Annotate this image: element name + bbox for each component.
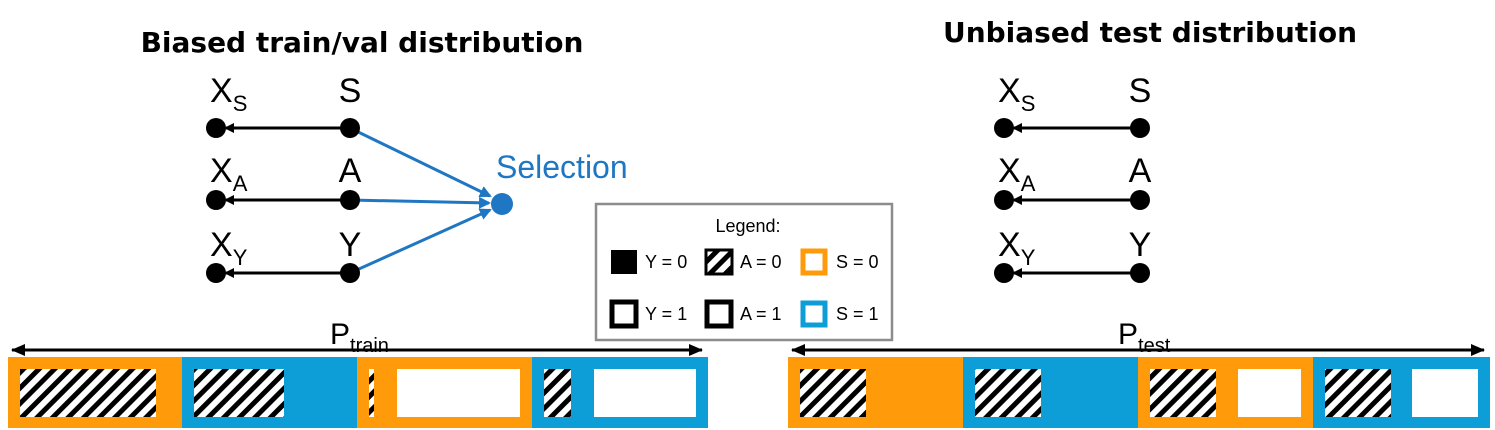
right-node-xa	[994, 190, 1014, 210]
right-node-xa-label: XA	[998, 152, 1036, 196]
train-seg-white-2	[594, 369, 696, 417]
selection-node	[491, 193, 513, 215]
left-node-y-label: Y	[339, 226, 362, 264]
right-node-xy	[994, 263, 1014, 283]
left-edge-a-to-selection	[349, 196, 491, 209]
test-seg-white-1	[1238, 369, 1301, 417]
legend-label-y1: Y = 1	[645, 304, 687, 324]
legend-swatch-y1	[609, 299, 639, 329]
test-bar	[788, 357, 1490, 428]
test-seg-hatch-2	[975, 369, 1041, 417]
left-node-xy	[206, 263, 226, 283]
right-node-s	[1130, 118, 1150, 138]
right-node-a	[1130, 190, 1150, 210]
legend-swatch-a0	[704, 248, 734, 276]
train-seg-hatch-4	[544, 369, 571, 417]
legend-swatch-a1	[704, 299, 734, 329]
left-node-y	[340, 263, 360, 283]
right-node-y-label: Y	[1129, 226, 1152, 264]
train-seg-white-1	[397, 369, 520, 417]
legend-swatch-s1	[800, 300, 828, 328]
test-seg-hatch-4	[1325, 369, 1391, 417]
left-node-xs-label: XS	[210, 72, 247, 116]
left-node-a-label: A	[339, 152, 362, 190]
right-node-xy-label: XY	[998, 226, 1036, 270]
legend-label-a1: A = 1	[740, 304, 782, 324]
left-node-s	[340, 118, 360, 138]
right-node-y	[1130, 263, 1150, 283]
selection-label: Selection	[496, 149, 628, 185]
legend: Legend: Y = 0 A = 0 S = 0 Y = 1 A = 1 S …	[594, 202, 894, 342]
test-seg-hatch-3	[1150, 369, 1216, 417]
legend-swatch-s0	[800, 248, 828, 276]
legend-title: Legend:	[715, 216, 780, 236]
test-seg-white-2	[1412, 369, 1478, 417]
left-edge-y-to-selection	[349, 208, 492, 275]
left-node-xa	[206, 190, 226, 210]
legend-label-s0: S = 0	[836, 252, 879, 272]
legend-swatch-y0	[611, 250, 637, 274]
left-node-xy-label: XY	[210, 226, 248, 270]
left-node-xa-label: XA	[210, 152, 248, 196]
right-node-a-label: A	[1129, 152, 1152, 190]
right-node-xs	[994, 118, 1014, 138]
left-node-xs	[206, 118, 226, 138]
train-seg-hatch-2	[194, 369, 284, 417]
legend-label-y0: Y = 0	[645, 252, 687, 272]
test-seg-hatch-1	[800, 369, 866, 417]
legend-label-a0: A = 0	[740, 252, 782, 272]
train-seg-hatch-3	[369, 369, 374, 417]
train-seg-hatch-1	[20, 369, 156, 417]
left-node-s-label: S	[339, 72, 362, 110]
legend-label-s1: S = 1	[836, 304, 879, 324]
left-node-a	[340, 190, 360, 210]
left-edge-s-to-selection	[349, 126, 492, 198]
right-node-xs-label: XS	[998, 72, 1035, 116]
left-panel-title: Biased train/val distribution	[141, 26, 584, 59]
legend-box	[594, 202, 894, 342]
train-bar	[8, 357, 708, 428]
right-panel-title: Unbiased test distribution	[943, 16, 1357, 49]
right-node-s-label: S	[1129, 72, 1152, 110]
